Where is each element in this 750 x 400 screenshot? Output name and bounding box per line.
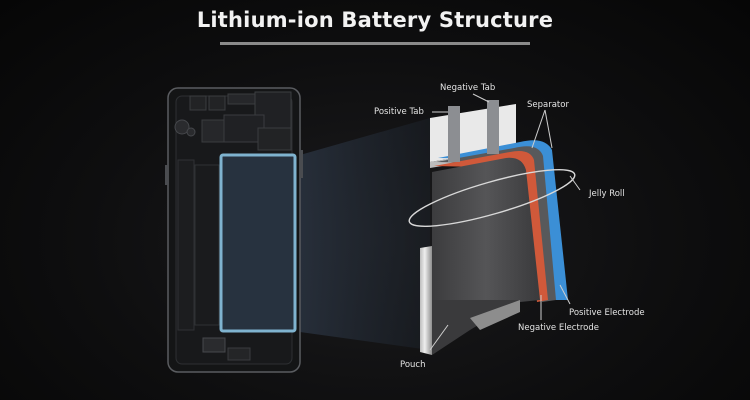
page-title: Lithium-ion Battery Structure	[196, 8, 554, 32]
label-pouch: Pouch	[400, 360, 426, 370]
pouch-body	[420, 246, 432, 355]
jelly-roll-ring	[408, 169, 576, 227]
phone-xray	[165, 87, 303, 373]
label-negative-electrode: Negative Electrode	[518, 323, 599, 333]
negative-tab	[487, 100, 499, 154]
leader-lines	[429, 93, 581, 351]
positive-tab	[448, 106, 460, 162]
battery-cell	[408, 100, 576, 355]
projection-beam	[300, 118, 430, 350]
label-negative-tab: Negative Tab	[440, 83, 496, 93]
phone-battery-highlight	[219, 153, 297, 333]
label-positive-electrode: Positive Electrode	[569, 308, 645, 318]
jelly-roll-body	[432, 157, 540, 305]
label-positive-tab: Positive Tab	[374, 107, 424, 117]
title-underline	[220, 42, 530, 45]
label-jelly-roll: Jelly Roll	[589, 189, 625, 199]
label-separator: Separator	[527, 100, 569, 110]
